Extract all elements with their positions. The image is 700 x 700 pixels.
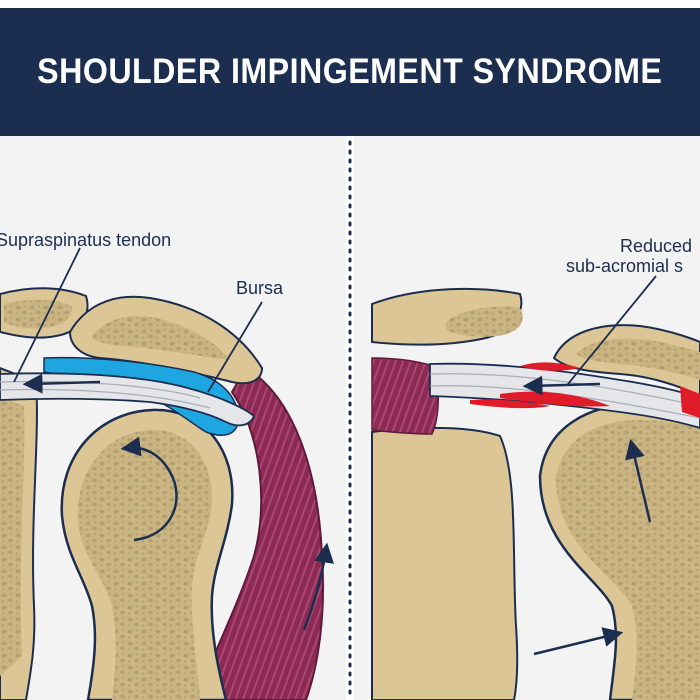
label-sub-acromial: sub-acromial s (566, 256, 683, 276)
clavicle-marrow-right (446, 306, 523, 337)
tendon-leader-line (13, 247, 81, 383)
acromion-marrow-right (576, 338, 700, 380)
label-supraspinatus-tendon: Supraspinatus tendon (0, 230, 171, 250)
tendon-arrow-right-icon (522, 375, 601, 396)
reduced-space-leader-line (567, 275, 657, 385)
muscle-lift-arrow-icon (302, 542, 334, 631)
rotation-arrow-icon (120, 436, 178, 542)
tendon-pull-arrow-icon (22, 373, 101, 394)
inflammation-edge (680, 386, 700, 418)
page-title: SHOULDER IMPINGEMENT SYNDROME (37, 52, 663, 91)
right-shoulder: Reduced sub-acromial s (371, 236, 700, 700)
humerus-marrow (77, 429, 213, 700)
anatomy-illustration: Supraspinatus tendon Bursa (0, 136, 700, 700)
bursa-leader-line (207, 301, 263, 393)
left-shoulder: Supraspinatus tendon Bursa (0, 230, 334, 700)
header-banner: SHOULDER IMPINGEMENT SYNDROME (0, 0, 700, 136)
humerus-marrow-right (556, 420, 700, 700)
supraspinatus-tendon (0, 372, 256, 427)
acromion-marrow (92, 316, 230, 360)
header-bar: SHOULDER IMPINGEMENT SYNDROME (0, 8, 700, 136)
label-bursa: Bursa (236, 278, 284, 298)
clavicle-marrow (4, 299, 73, 329)
muscle-right (371, 357, 440, 435)
deltoid-muscle (194, 366, 325, 700)
label-reduced: Reduced (620, 236, 692, 256)
inflammation-bottom (470, 399, 550, 409)
push-arrow-icon (533, 627, 624, 656)
scapula-right (371, 426, 519, 700)
scapula-left-inner (0, 398, 25, 676)
inflammation-top (520, 362, 580, 371)
humerus-up-arrow-icon (625, 438, 652, 523)
